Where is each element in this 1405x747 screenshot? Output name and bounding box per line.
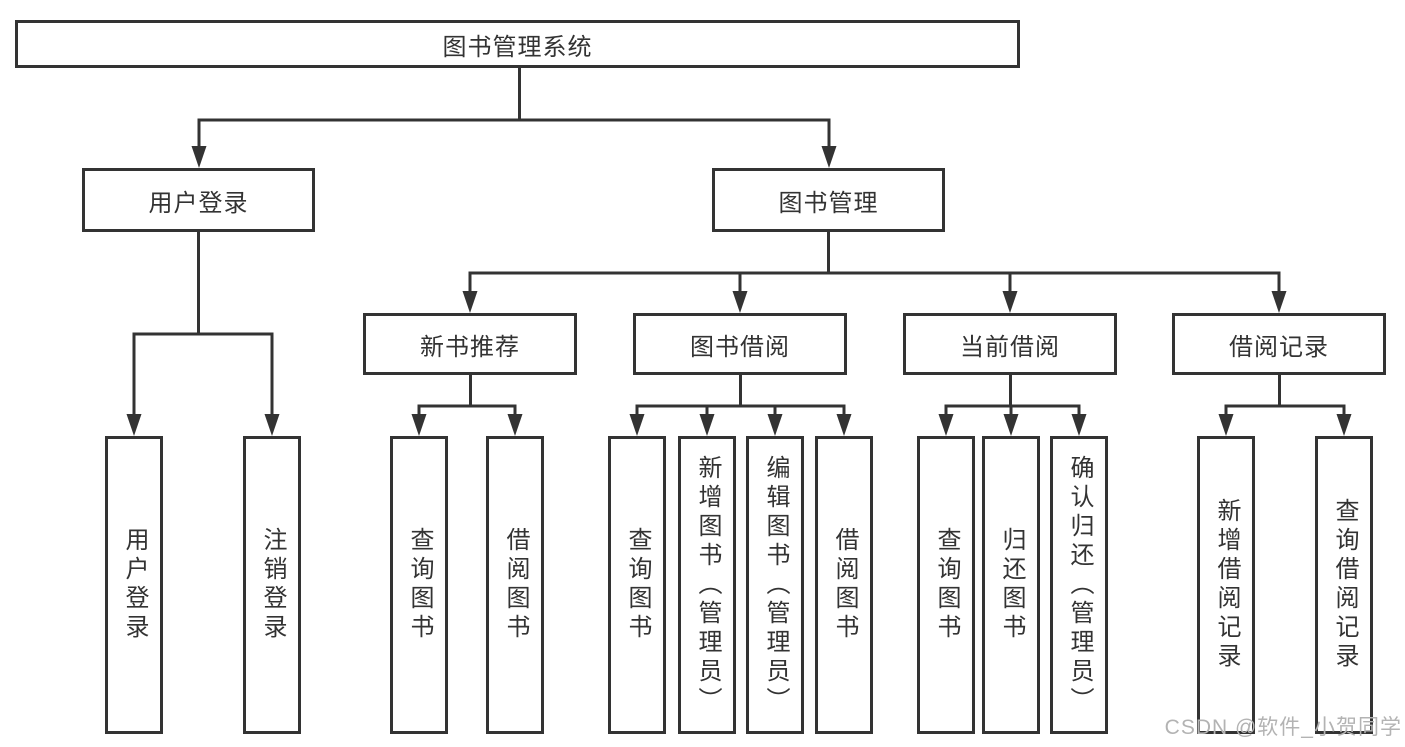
arrow-down-icon [1003,414,1019,436]
leaf-br-query-record: 查询借阅记录 [1315,436,1373,734]
node-root: 图书管理系统 [15,20,1020,68]
arrow-down-icon [699,414,715,436]
leaf-cb-confirm-return: 确认归还（管理员） [1050,436,1108,734]
leaf-bb-edit-book-label: 编辑图书（管理员） [762,454,789,716]
arrow-down-icon [1336,414,1352,436]
leaf-bb-query-book-label: 查询图书 [624,527,651,643]
leaf-logout: 注销登录 [243,436,301,734]
node-book-borrow: 图书借阅 [633,313,847,375]
arrow-down-icon [126,414,142,436]
arrow-down-icon [264,414,280,436]
leaf-br-query-record-label: 查询借阅记录 [1331,498,1358,672]
leaf-login: 用户登录 [105,436,163,734]
node-root-label: 图书管理系统 [442,33,593,61]
arrow-down-icon [767,414,783,436]
leaf-login-label: 用户登录 [121,527,148,643]
leaf-nb-borrow-book-label: 借阅图书 [502,527,529,643]
arrow-down-icon [1218,414,1234,436]
arrow-down-icon [938,414,954,436]
leaf-br-add-record: 新增借阅记录 [1197,436,1255,734]
leaf-nb-query-book: 查询图书 [390,436,448,734]
csdn-watermark: CSDN @软件_小贺同学 [1164,716,1402,739]
arrow-down-icon [821,146,837,168]
leaf-cb-query-book: 查询图书 [917,436,975,734]
connector-strokes [132,68,1346,418]
connector-book-borrow-to-leaves [635,375,846,418]
arrow-down-icon [1271,291,1287,313]
node-current-borrow: 当前借阅 [903,313,1117,375]
leaf-bb-borrow-book-label: 借阅图书 [831,527,858,643]
node-user-login-label: 用户登录 [148,189,249,217]
arrow-down-icon [462,291,478,313]
connector-borrow-record-to-leaves [1224,375,1346,418]
arrow-down-icon [1002,291,1018,313]
leaf-cb-return-book: 归还图书 [982,436,1040,734]
connector-new-book-rec-to-leaves [417,375,517,418]
arrow-down-icon [507,414,523,436]
leaf-bb-add-book: 新增图书（管理员） [678,436,736,734]
leaf-bb-add-book-label: 新增图书（管理员） [694,454,721,716]
arrowheads [126,146,1352,436]
node-book-mgmt: 图书管理 [712,168,945,232]
leaf-cb-confirm-return-label: 确认归还（管理员） [1066,454,1093,716]
leaf-nb-borrow-book: 借阅图书 [486,436,544,734]
node-borrow-record-label: 借阅记录 [1229,333,1329,361]
connector-root-to-level2 [197,68,831,148]
leaf-nb-query-book-label: 查询图书 [406,527,433,643]
leaf-bb-query-book: 查询图书 [608,436,666,734]
arrow-down-icon [732,291,748,313]
connector-user-login-to-leaves [132,232,274,418]
node-new-book-rec-label: 新书推荐 [420,333,520,361]
node-current-borrow-label: 当前借阅 [960,333,1060,361]
node-book-borrow-label: 图书借阅 [690,333,790,361]
arrow-down-icon [411,414,427,436]
node-user-login: 用户登录 [82,168,315,232]
connector-current-borrow-to-leaves [944,375,1081,418]
leaf-cb-return-book-label: 归还图书 [998,527,1025,643]
leaf-cb-query-book-label: 查询图书 [933,527,960,643]
connector-book-mgmt-to-level3 [468,232,1281,293]
arrow-down-icon [836,414,852,436]
leaf-bb-edit-book: 编辑图书（管理员） [746,436,804,734]
leaf-bb-borrow-book: 借阅图书 [815,436,873,734]
leaf-br-add-record-label: 新增借阅记录 [1213,498,1240,672]
arrow-down-icon [629,414,645,436]
node-book-mgmt-label: 图书管理 [778,189,879,217]
leaf-logout-label: 注销登录 [259,527,286,643]
arrow-down-icon [191,146,207,168]
node-borrow-record: 借阅记录 [1172,313,1386,375]
arrow-down-icon [1071,414,1087,436]
node-new-book-rec: 新书推荐 [363,313,577,375]
